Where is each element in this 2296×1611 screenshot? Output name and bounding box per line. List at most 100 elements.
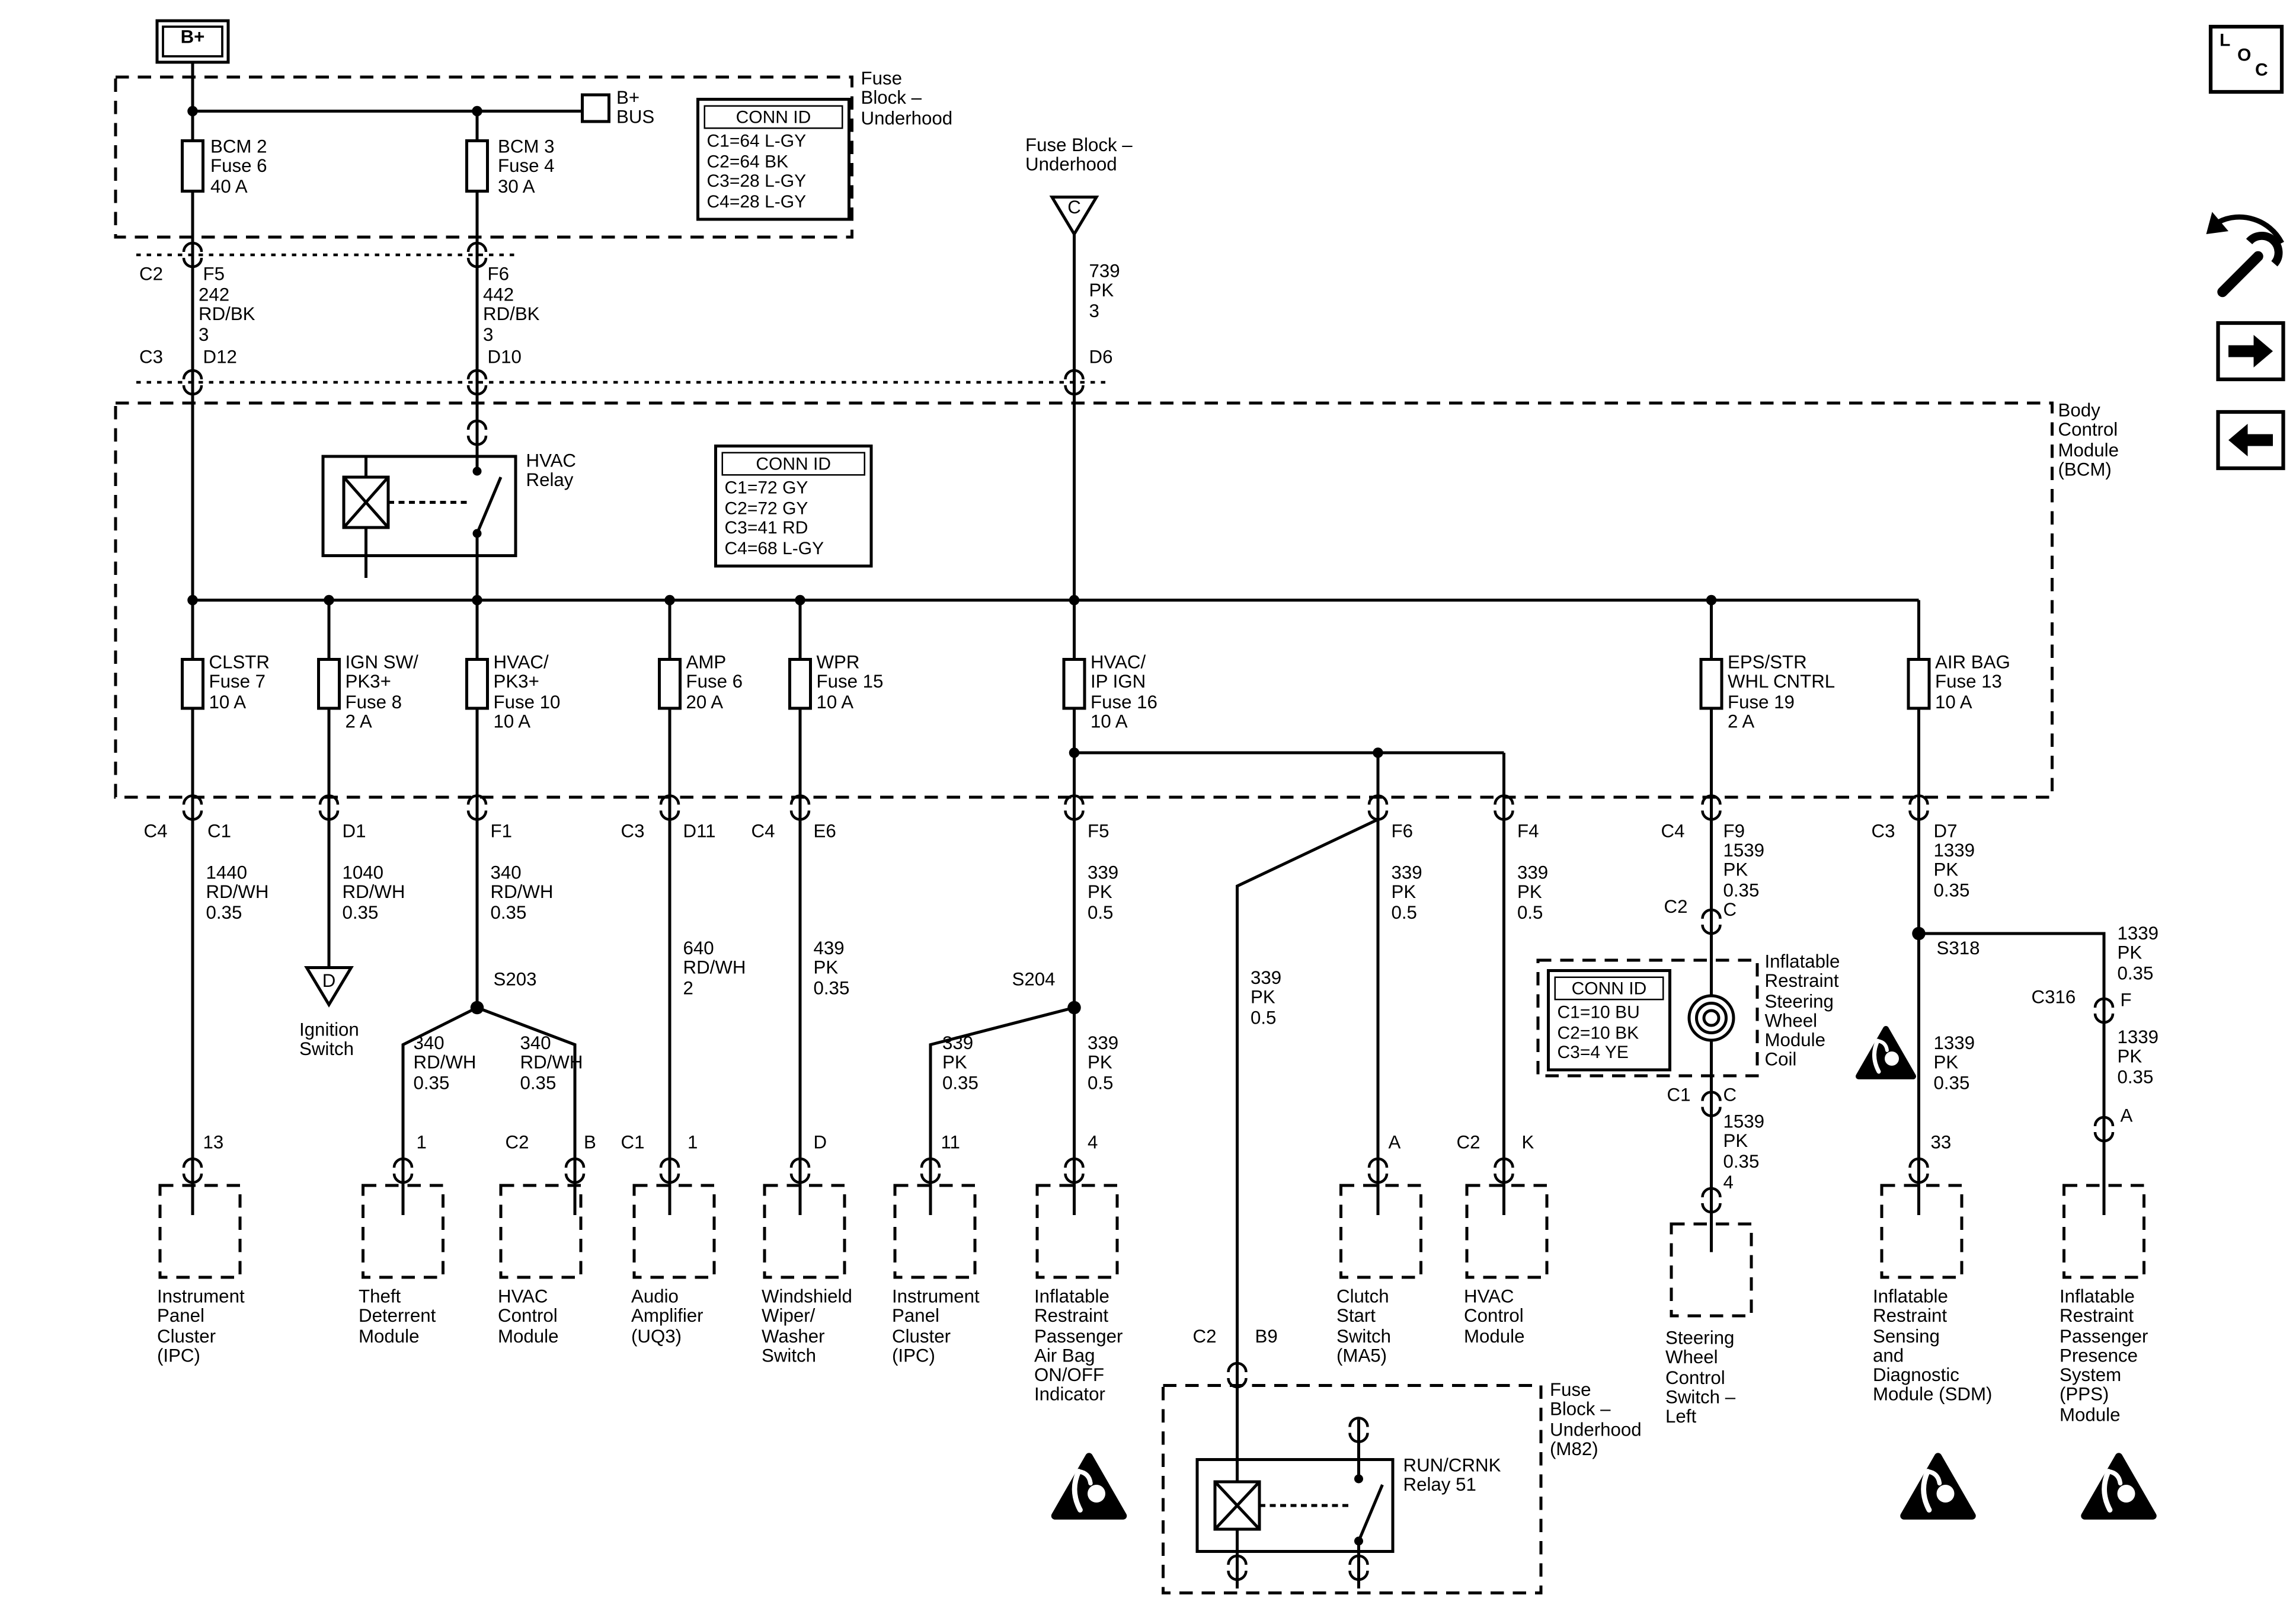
fuse-bcm2 (181, 139, 204, 193)
wire-339-f4-label: 339 PK 0.5 (1517, 862, 1549, 923)
pin-c3a: C3 (621, 821, 645, 842)
pin-a-pps: A (2120, 1105, 2133, 1126)
fuse-hvacip-label: HVAC/ IP IGN Fuse 16 10 A (1091, 652, 1157, 732)
conn-c1-label: C1 (1667, 1085, 1691, 1105)
fuse-hvac-label: HVAC/ PK3+ Fuse 10 10 A (493, 652, 561, 732)
bcm-label: Body Control Module (BCM) (2058, 400, 2119, 480)
airbag-warning-icon (1904, 1457, 1972, 1516)
conn-id-row: C4=28 L-GY (706, 191, 807, 212)
feed-wire-label: 739 PK 3 (1089, 261, 1120, 321)
wire1-label: 242 RD/BK 3 (199, 285, 255, 345)
term-ipc1: 13 (203, 1132, 224, 1153)
fuse-hvac (465, 658, 489, 710)
wiper-label: Windshield Wiper/ Washer Switch (762, 1286, 852, 1366)
airbag-warning-icon (1055, 1457, 1123, 1516)
wire-1539-top-label: 1539 PK 0.35 (1723, 840, 1765, 900)
ipc1-box (158, 1184, 242, 1279)
term-ipc2: 11 (941, 1132, 960, 1153)
feed-triangle-letter: C (1067, 197, 1081, 218)
term-amp-pin: 1 (687, 1132, 698, 1153)
ignition-triangle-letter: D (322, 970, 336, 992)
coil-spiral (1702, 1009, 1721, 1027)
term-indicator: 4 (1088, 1132, 1098, 1153)
ipc1-label: Instrument Panel Cluster (IPC) (157, 1286, 245, 1366)
feed-pin-d6: D6 (1089, 347, 1113, 367)
wire-339-relay-label: 339 PK 0.5 (1251, 967, 1282, 1028)
bcm2-fuse-label: BCM 2 Fuse 6 40 A (210, 136, 267, 197)
fuse-ignsw-label: IGN SW/ PK3+ Fuse 8 2 A (345, 652, 418, 732)
pin-4-swcs: 4 (1723, 1172, 1734, 1193)
term-theft: 1 (416, 1132, 427, 1153)
sdm-box (1880, 1184, 1964, 1279)
splice-s204-label: S204 (1012, 969, 1056, 990)
conn-id-row: C1=72 GY (724, 477, 808, 498)
coil-label: Inflatable Restraint Steering Wheel Modu… (1764, 951, 1840, 1070)
hvac-relay-label: HVAC Relay (526, 450, 577, 491)
term-hvac1-conn: C2 (505, 1132, 529, 1153)
fuse-airbag-label: AIR BAG Fuse 13 10 A (1935, 652, 2010, 712)
conn-id-row: C2=10 BK (1557, 1022, 1639, 1043)
term-hvac1-pin: B (584, 1132, 596, 1153)
pin-c-bot: C (1723, 1085, 1737, 1105)
conn-id-bcm: CONN ID C1=72 GY C2=72 GY C3=41 RD C4=68… (714, 445, 873, 567)
amp-box (632, 1184, 716, 1279)
pin-f6: F6 (1391, 821, 1413, 842)
wire-339-f6-label: 339 PK 0.5 (1391, 862, 1422, 923)
conn-c2-label: C2 (1664, 896, 1688, 918)
wire-lines (191, 62, 2106, 1588)
pin-e6: E6 (813, 821, 836, 842)
wire-1339-r2-label: 1339 PK 0.35 (2117, 1027, 2159, 1087)
fuse-amp-label: AMP Fuse 6 20 A (686, 652, 743, 712)
wire2-pin-f6: F6 (487, 264, 509, 285)
m82-box (1162, 1384, 1543, 1594)
inline-connectors (184, 243, 2113, 1580)
clutch-box (1339, 1184, 1422, 1279)
term-wiper: D (813, 1132, 827, 1153)
connector-interfaces (136, 253, 1108, 384)
hvac-relay-symbol (321, 455, 517, 557)
splice-s204 (1067, 1001, 1081, 1015)
pin-f9: F9 (1723, 821, 1745, 842)
splice-s203-label: S203 (493, 969, 537, 990)
fuse-clstr (181, 658, 204, 710)
pin-f-c316: F (2120, 990, 2132, 1011)
wire1-conn-c3: C3 (139, 347, 163, 367)
arrow-left-icon[interactable] (2216, 410, 2285, 471)
conn-id-underhood: CONN ID C1=64 L-GY C2=64 BK C3=28 L-GY C… (696, 98, 850, 220)
bcm-box (114, 401, 2054, 799)
m82-conn-c2: C2 (1192, 1326, 1217, 1347)
service-info-icon[interactable] (2206, 212, 2284, 298)
pin-d11: D11 (683, 821, 716, 842)
conn-id-coil: CONN ID C1=10 BU C2=10 BK C3=4 YE (1547, 969, 1671, 1072)
term-amp-conn: C1 (621, 1132, 645, 1153)
symbols (155, 19, 1931, 1553)
pin-f4: F4 (1517, 821, 1539, 842)
wire-340l-label: 340 RD/WH 0.35 (413, 1033, 477, 1093)
m82-label: Fuse Block – Underhood (M82) (1550, 1379, 1642, 1459)
pin-c4b: C4 (751, 821, 775, 842)
bbus-label: B+ BUS (616, 87, 655, 128)
pps-box (2062, 1184, 2145, 1279)
runcrnk-relay-symbol (1195, 1458, 1395, 1553)
pin-c4a: C4 (143, 821, 168, 842)
fuse-hvacip (1062, 658, 1086, 710)
conn-id-row: C4=68 L-GY (724, 538, 824, 559)
wire-1339-r1-label: 1339 PK 0.35 (2117, 923, 2159, 983)
wire-1440-label: 1440 RD/WH 0.35 (206, 862, 269, 923)
triangle-connector-c (1049, 196, 1099, 237)
wire1-pin-f5: F5 (203, 264, 225, 285)
pin-c3b: C3 (1871, 821, 1895, 842)
fuse-ignsw (317, 658, 341, 710)
conn-id-row: C1=10 BU (1557, 1002, 1640, 1022)
pin-f1: F1 (490, 821, 512, 842)
fuse-amp (658, 658, 682, 710)
loc-icon[interactable] (2208, 24, 2284, 94)
wire2-label: 442 RD/BK 3 (483, 285, 540, 345)
pin-d7: D7 (1933, 821, 1958, 842)
term-clutch: A (1388, 1132, 1401, 1153)
arrow-right-icon[interactable] (2216, 321, 2285, 382)
conn-id-title: CONN ID (721, 452, 865, 476)
hvac2-label: HVAC Control Module (1464, 1286, 1525, 1347)
hvac1-box (499, 1184, 583, 1279)
